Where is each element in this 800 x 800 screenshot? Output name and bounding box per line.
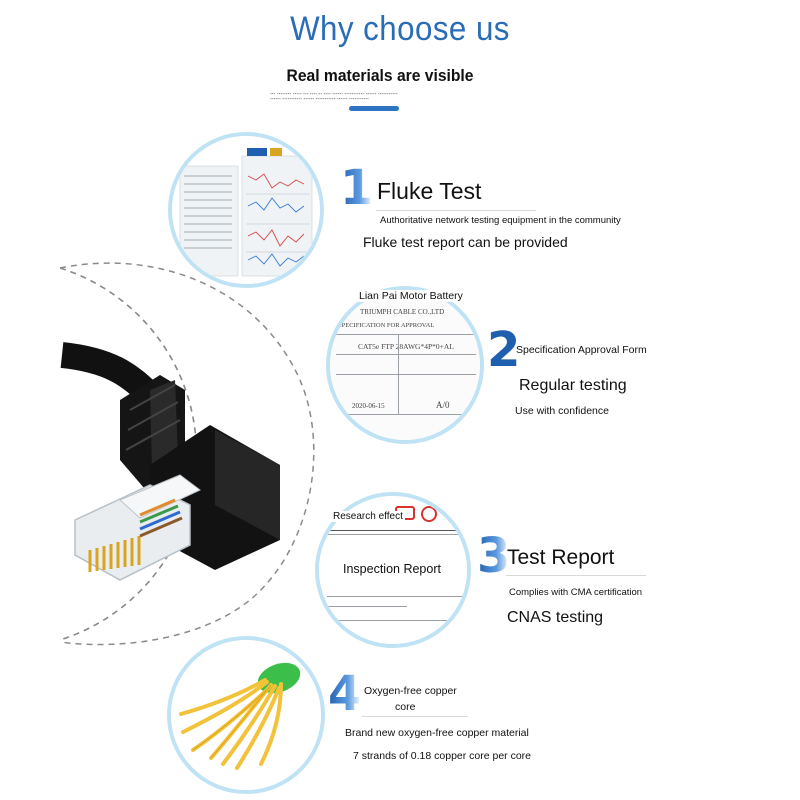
doc-subheader: SPECIFICATION FOR APPROVAL	[338, 322, 435, 329]
feature-3-divider	[506, 575, 646, 576]
doc-date: 2020-06-15	[352, 402, 385, 410]
feature-3-caption: Research effect	[331, 511, 405, 522]
doc-revision: A/0	[436, 400, 450, 410]
feature-3-title: Test Report	[507, 546, 615, 569]
feature-4-note: 7 strands of 0.18 copper core per core	[353, 750, 532, 762]
doc-rule	[336, 354, 476, 355]
doc-rule	[336, 414, 476, 415]
feature-4-desc: Brand new oxygen-free copper material	[345, 727, 529, 739]
feature-4-title-line1: Oxygen-free copper	[364, 685, 457, 697]
feature-number-4: 4	[328, 666, 362, 722]
page-subtitle: Real materials are visible	[286, 66, 474, 85]
doc-column	[398, 334, 399, 414]
feature-2-note: Regular testing	[519, 377, 627, 394]
feature-3-doc-label: Inspection Report	[343, 562, 441, 576]
doc-rule	[327, 534, 467, 535]
page-title: Why choose us	[290, 10, 510, 48]
feature-2-caption: Lian Pai Motor Battery	[357, 290, 465, 302]
doc-rule	[327, 620, 447, 621]
feature-4-divider	[362, 716, 468, 717]
doc-rule	[327, 530, 467, 531]
doc-rule	[336, 374, 476, 375]
feature-number-2: 2	[487, 322, 521, 378]
feature-1-note: Fluke test report can be provided	[363, 234, 568, 250]
feature-1-divider	[376, 210, 536, 211]
spec-approval-thumbnail: TRIUMPH CABLE CO.,LTD SPECIFICATION FOR …	[326, 286, 484, 444]
doc-company: TRIUMPH CABLE CO.,LTD	[360, 308, 445, 316]
feature-number-3: 3	[477, 528, 511, 584]
doc-rule	[336, 334, 476, 335]
feature-3-note: CNAS testing	[507, 609, 604, 626]
doc-model: CAT5e FTP 28AWG*4P*0+AL	[358, 342, 454, 351]
feature-2-title: Specification Approval Form	[516, 344, 647, 356]
cable-illustration	[59, 262, 315, 646]
feature-4-title-line2: core	[395, 701, 416, 713]
copper-core-thumbnail	[167, 636, 325, 794]
doc-rule	[327, 606, 407, 607]
feature-1-desc: Authoritative network testing equipment …	[380, 215, 621, 226]
feature-2-desc: Use with confidence	[515, 405, 609, 417]
feature-3-desc: Complies with CMA certification	[509, 587, 643, 598]
doc-rule	[327, 596, 467, 597]
title-underline	[349, 106, 399, 111]
feature-number-1: 1	[340, 160, 374, 216]
feature-1-title: Fluke Test	[377, 178, 482, 204]
fine-print-decoration: ▪▪▪ ▪▪▪▪▪▪▪▪ ▪▪▪▪▪ ▪▪▪ ▪▪▪▪ ▪▪ ▪▪▪▪ ▪▪▪▪…	[270, 91, 398, 101]
fluke-report-thumbnail	[168, 132, 324, 288]
cnas-logo-icon	[421, 506, 437, 522]
